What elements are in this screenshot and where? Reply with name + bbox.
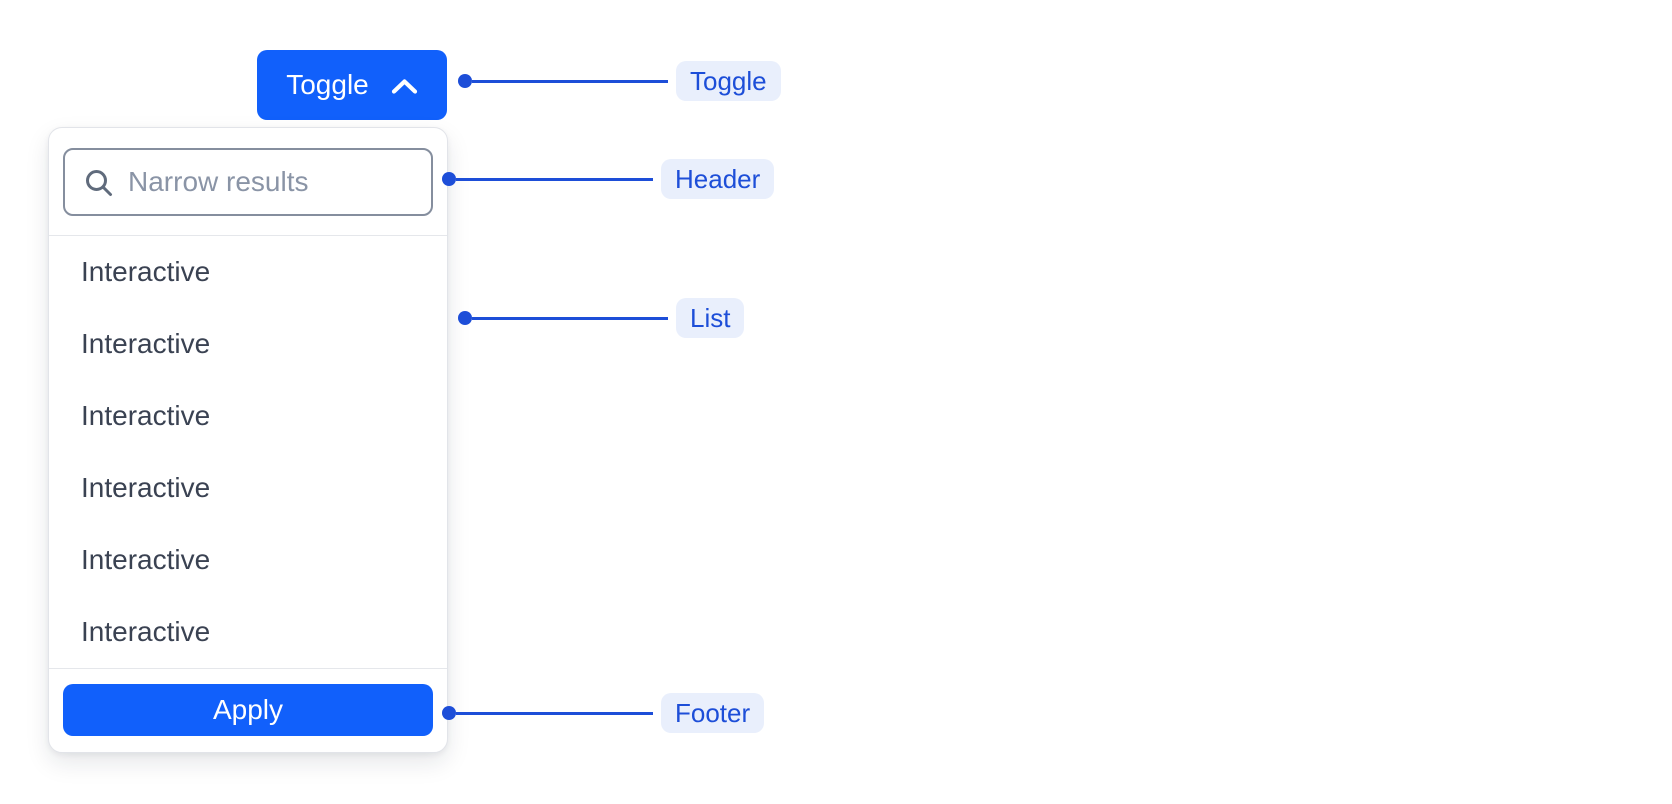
search-input[interactable] <box>128 166 415 198</box>
options-list: Interactive Interactive Interactive Inte… <box>49 236 447 668</box>
list-item[interactable]: Interactive <box>81 400 211 431</box>
annotation-label-list: List <box>676 298 745 338</box>
connector-line <box>456 711 653 715</box>
connector-dot <box>442 172 456 186</box>
list-item[interactable]: Interactive <box>81 256 211 287</box>
annotation-footer: Footer <box>442 693 765 733</box>
connector-line <box>456 177 653 181</box>
connector-dot <box>458 311 472 325</box>
list-item[interactable]: Interactive <box>81 544 211 575</box>
connector-line <box>472 79 668 83</box>
annotation-header: Header <box>442 159 775 199</box>
annotation-label-header: Header <box>661 159 775 199</box>
apply-button[interactable]: Apply <box>63 684 433 736</box>
dropdown-panel: Interactive Interactive Interactive Inte… <box>48 127 448 753</box>
annotation-label-toggle: Toggle <box>676 61 781 101</box>
panel-header <box>49 128 447 236</box>
annotation-label-footer: Footer <box>661 693 765 733</box>
toggle-button-label: Toggle <box>286 69 369 100</box>
annotation-toggle: Toggle <box>458 61 781 101</box>
toggle-button[interactable]: Toggle <box>257 50 447 120</box>
list-item[interactable]: Interactive <box>81 616 211 647</box>
panel-footer: Apply <box>49 668 447 752</box>
list-item[interactable]: Interactive <box>81 328 211 359</box>
connector-line <box>472 316 668 320</box>
connector-dot <box>442 706 456 720</box>
search-box[interactable] <box>63 148 433 216</box>
search-icon <box>83 167 114 198</box>
connector-dot <box>458 74 472 88</box>
chevron-up-icon <box>391 78 418 95</box>
list-item[interactable]: Interactive <box>81 472 211 503</box>
annotation-list: List <box>458 298 745 338</box>
